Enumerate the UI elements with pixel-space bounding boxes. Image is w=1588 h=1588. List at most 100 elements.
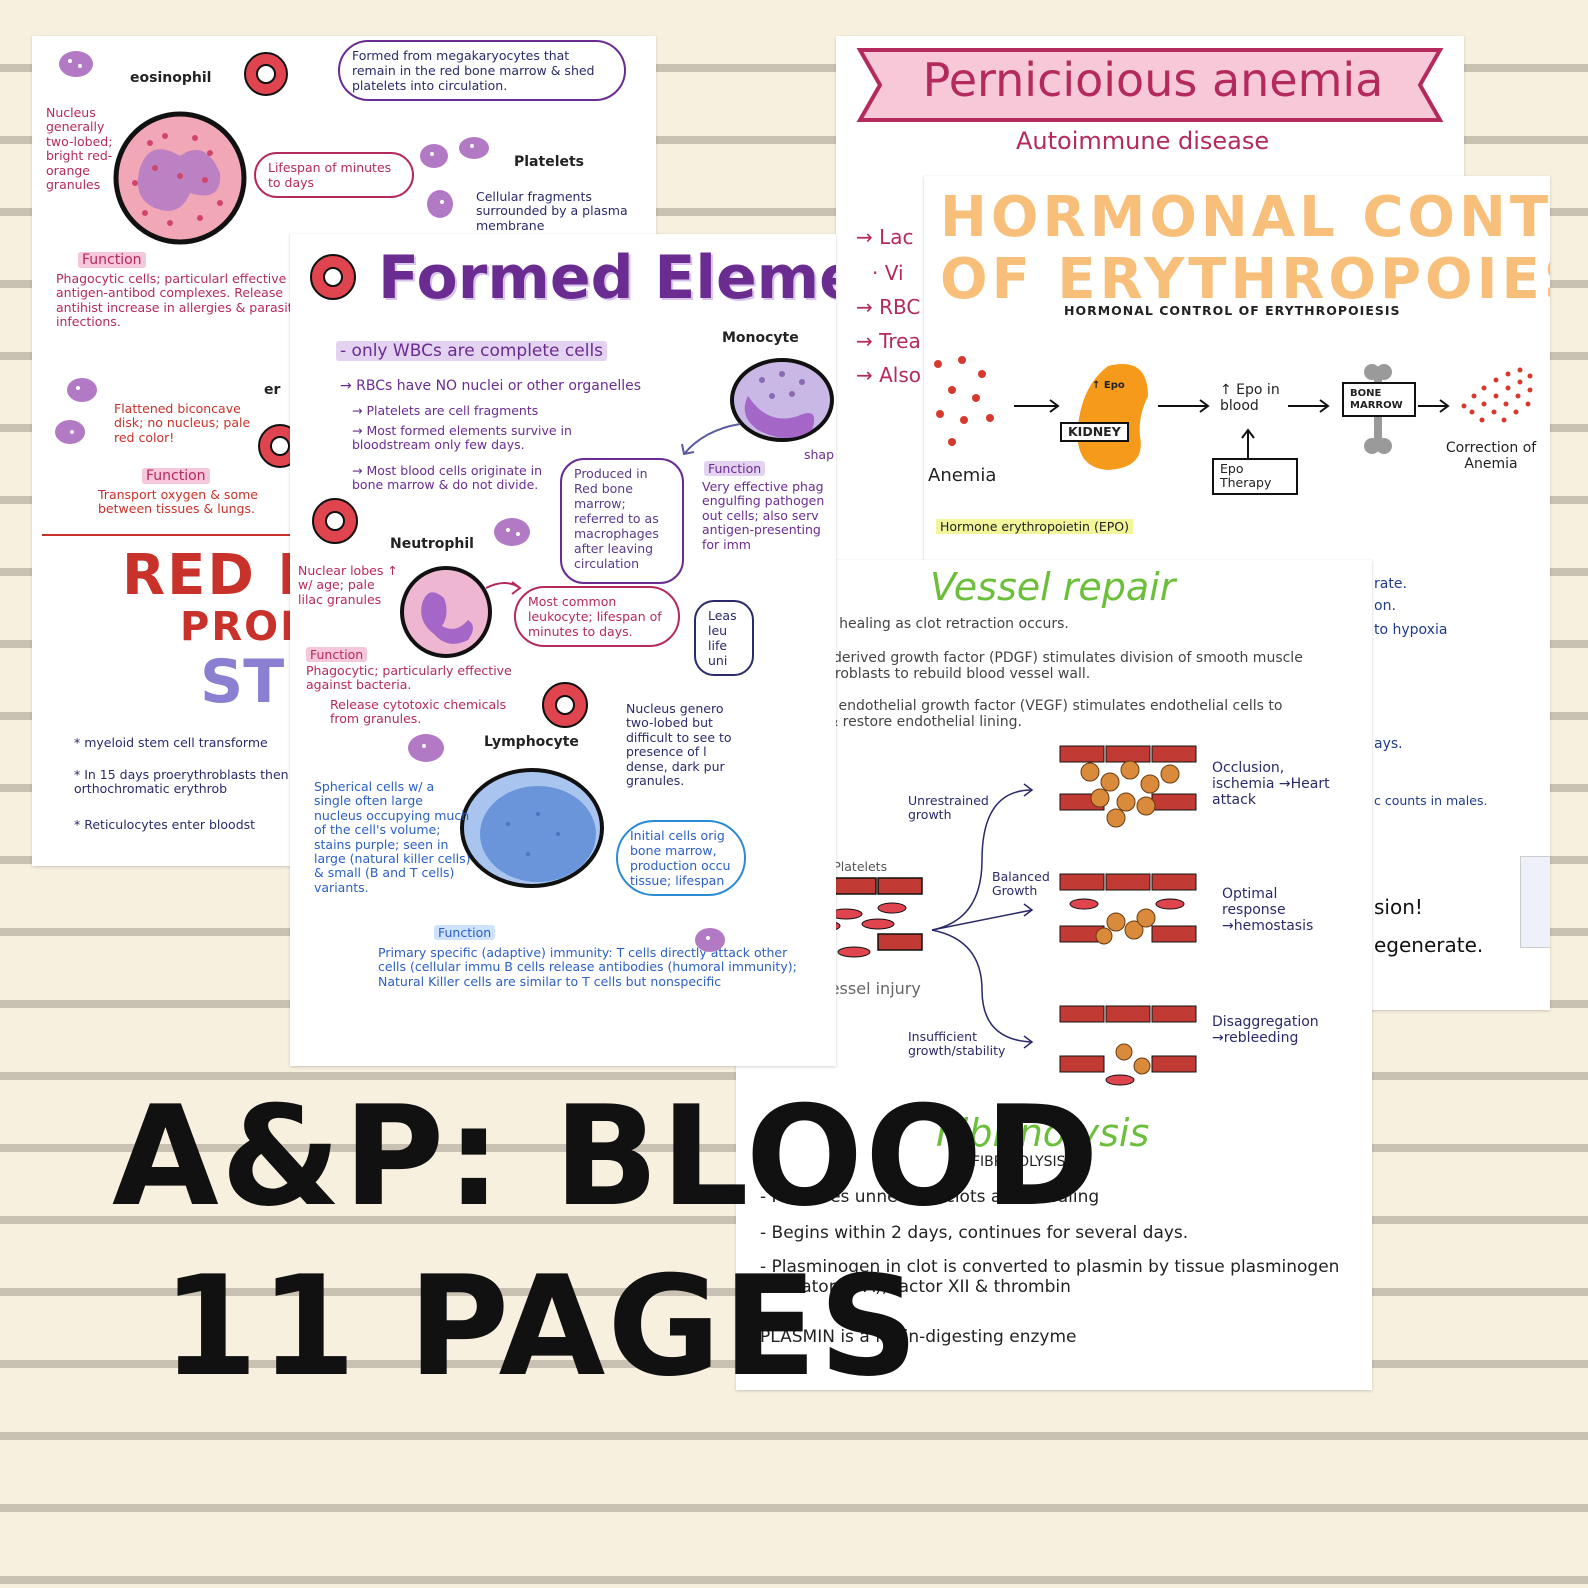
- ays-text: ays.: [1374, 736, 1403, 752]
- leas-cloud: Leas leu life uni: [694, 600, 754, 676]
- arrow-3: [1288, 399, 1330, 413]
- hormonal-title-1: HORMONAL CONTROL: [940, 185, 1550, 250]
- kidney-label: KIDNEY: [1060, 422, 1129, 443]
- cellular-fragments-text: Cellular fragments surrounded by a plasm…: [476, 189, 628, 233]
- bullet-proerythroblasts: * In 15 days proerythroblasts then ortho…: [74, 767, 289, 797]
- insufficient-label: Insufficient growth/stability: [908, 1029, 1006, 1059]
- function-heading-1: Function: [78, 252, 146, 268]
- section-divider: [42, 534, 302, 536]
- fib-line-2: - Begins within 2 days, continues for se…: [760, 1223, 1189, 1243]
- most-common-cloud: Most common leukocyte; lifespan of minut…: [514, 586, 680, 647]
- vessel-line-1: · Vessel is healing as clot retraction o…: [766, 616, 1069, 632]
- platelet-blob-icon-2: [67, 378, 97, 402]
- fib-line-3: - Plasminogen in clot is converted to pl…: [760, 1257, 1340, 1297]
- formed-line-1: → RBCs have NO nuclei or other organelle…: [340, 378, 642, 394]
- fib-line-1: - Removes unneeded clots after healing: [760, 1187, 1100, 1207]
- lymphocyte-label: Lymphocyte: [484, 734, 579, 750]
- rate-text: rate.: [1374, 576, 1407, 592]
- nuclear-lobes-text: Nuclear lobes ↑ w/ age; pale lilac granu…: [298, 563, 398, 607]
- sion-text: sion!: [1374, 895, 1423, 919]
- disaggregation-diagram: [1059, 1005, 1197, 1086]
- shap-text: shap: [804, 447, 835, 462]
- arrow-up: [1241, 428, 1255, 458]
- flattened-text: Flattened biconcave disk; no nucleus; pa…: [114, 401, 251, 445]
- lifespan-cloud: Lifespan of minutes to days: [254, 152, 414, 198]
- bullet-myeloid: * myeloid stem cell transforme: [74, 735, 268, 750]
- platelet-blob-icon-6: [695, 928, 725, 952]
- overlay-title-line-2: 11 PAGES: [162, 1246, 921, 1407]
- kidney-illustration: [1077, 364, 1148, 470]
- neutrophil-arrow: [485, 581, 522, 595]
- unrestrained-label: Unrestrained growth: [908, 793, 989, 823]
- hormonal-title-2: OF ERYTHROPOIESIS: [940, 247, 1550, 312]
- monocyte-illustration: [730, 358, 834, 442]
- thumbnail: [1520, 856, 1550, 948]
- initial-cells-cloud: Initial cells orig bone marrow, producti…: [616, 820, 746, 896]
- correction-label: Correction of Anemia: [1445, 440, 1537, 473]
- megakaryocyte-cloud: Formed from megakaryocytes that remain i…: [338, 40, 626, 101]
- disaggregation-label: Disaggregation →rebleeding: [1212, 1014, 1319, 1047]
- epo-in-blood-label: ↑ Epo in blood: [1220, 382, 1280, 415]
- platelets-label: Platelets: [514, 154, 585, 170]
- monocyte-label: Monocyte: [722, 330, 799, 346]
- vessel-repair-title: Vessel repair: [930, 565, 1176, 609]
- epo-therapy-box: Epo Therapy: [1212, 458, 1298, 495]
- optimal-diagram: [1059, 873, 1197, 945]
- platelet-blob-icon-3: [55, 420, 85, 444]
- anemia-label: Anemia: [928, 465, 997, 486]
- function-heading-monocyte: Function: [704, 461, 766, 476]
- line-1: · Vi: [872, 261, 904, 285]
- line-3: → Trea: [856, 329, 921, 353]
- occlusion-diagram: [1059, 745, 1197, 828]
- vessel-line-3: · Vascular endothelial growth factor (VE…: [766, 698, 1283, 731]
- rbc-icon-4: [312, 498, 358, 544]
- rbc-icon-3: [310, 254, 356, 300]
- hypoxia-text: to hypoxia: [1374, 622, 1448, 638]
- eosinophil-label: eosinophil: [130, 70, 212, 86]
- epo-small-label: ↑ Epo: [1092, 380, 1125, 391]
- on-text: on.: [1374, 598, 1396, 614]
- optimal-label: Optimal response →hemostasis: [1222, 886, 1314, 935]
- lymphocyte-function-text: Primary specific (adaptive) immunity: T …: [378, 945, 797, 989]
- correction-dots: [1461, 367, 1533, 423]
- vessel-line-2: · Platelet-derived growth factor (PDGF) …: [766, 650, 1303, 683]
- balanced-label: Balanced Growth: [992, 869, 1050, 899]
- platelet-blob-icon: [59, 51, 93, 77]
- only-wbcs-line: - only WBCs are complete cells: [336, 341, 608, 362]
- nucleus-description: Nucleus generally two-lobed; bright red-…: [46, 105, 113, 192]
- er-label: er: [264, 382, 281, 398]
- arrow-1: [1014, 399, 1060, 413]
- title-banner: [856, 48, 1444, 122]
- arrow-2: [1158, 399, 1210, 413]
- neutrophil-function-text: Phagocytic; particularly effective again…: [306, 663, 512, 693]
- lymphocyte-illustration: [460, 768, 604, 888]
- formed-line-2: → Platelets are cell fragments: [352, 403, 539, 418]
- branch-arrows: [931, 783, 1034, 1049]
- line-0: → Lac: [856, 225, 914, 249]
- phagocytic-text: Phagocytic cells; particularl effective …: [56, 271, 305, 330]
- fibrinolysis-title: Fibrinolysis: [936, 1111, 1150, 1155]
- line-4: → Also: [856, 363, 922, 387]
- eosinophil-illustration: [113, 111, 247, 245]
- neutrophil-label: Neutrophil: [390, 536, 474, 552]
- platelet-blob-icon-5: [408, 734, 444, 762]
- formed-line-3: → Most formed elements survive in bloods…: [352, 423, 572, 453]
- bullet-reticulocytes: * Reticulocytes enter bloodst: [74, 817, 256, 832]
- monocyte-arrow: [681, 423, 741, 456]
- formed-line-4: → Most blood cells originate in bone mar…: [352, 463, 543, 493]
- spherical-text: Spherical cells w/ a single often large …: [314, 779, 471, 895]
- neutrophil-illustration: [400, 566, 492, 658]
- formed-elements-title: Formed Elements: [378, 243, 836, 313]
- anemia-dots: [934, 356, 994, 446]
- occlusion-label: Occlusion, ischemia →Heart attack: [1212, 760, 1330, 809]
- stem-title: ST: [200, 647, 285, 717]
- function-heading-neutrophil: Function: [306, 647, 368, 662]
- autoimmune-text: Autoimmune disease: [1016, 127, 1270, 155]
- function-heading-lymphocyte: Function: [434, 925, 496, 940]
- rbc-icon: [244, 52, 288, 96]
- rbc-production-title-1: RED B: [122, 543, 323, 608]
- arrow-4: [1418, 399, 1450, 413]
- produced-cloud: Produced in Red bone marrow; referred to…: [560, 458, 684, 584]
- release-text: Release cytotoxic chemicals from granule…: [330, 697, 507, 727]
- hormonal-subtitle: HORMONAL CONTROL OF ERYTHROPOIESIS: [1064, 303, 1401, 318]
